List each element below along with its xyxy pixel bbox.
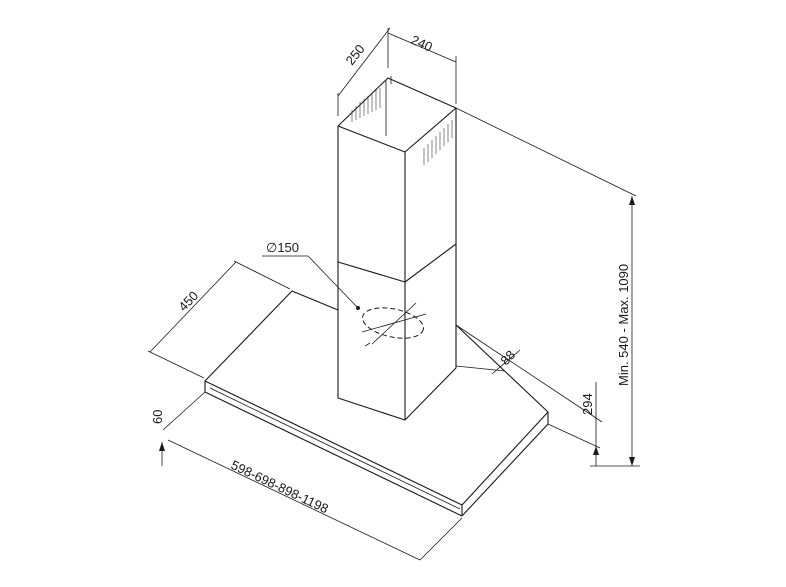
lower-chimney-top — [337, 243, 457, 283]
vent-grille-left — [351, 88, 381, 122]
label-hood-depth: 450 — [175, 288, 201, 314]
dim-60-ext — [162, 391, 206, 431]
lower-chimney-outline — [337, 244, 457, 421]
dim-60-arrow — [159, 442, 165, 451]
label-outlet-offset: 88 — [497, 347, 518, 368]
dim-width-ext — [419, 517, 463, 561]
canopy-back-left-edge — [204, 290, 339, 382]
label-widths: 598-698-898-1198 — [229, 457, 331, 516]
outlet-circle — [362, 307, 424, 339]
vent-grille-right — [423, 120, 453, 165]
dim-450-line — [149, 261, 237, 353]
canopy-front-top-edge — [204, 380, 463, 506]
dim-450-ext-front — [147, 350, 205, 379]
dim-width-line — [167, 439, 421, 561]
dim-294-ext — [547, 423, 601, 449]
dim-250-line — [337, 27, 391, 97]
label-chimney-depth: 250 — [343, 42, 368, 68]
dim-height-ext-top — [455, 107, 637, 197]
dim-450-ext-back — [233, 260, 291, 290]
dimension-labels: 250 240 ∅150 450 60 598-698-898-1198 88 … — [150, 32, 631, 516]
outlet-tick — [364, 342, 371, 347]
hood-canopy — [204, 290, 549, 517]
label-hood-thickness: 60 — [150, 410, 165, 424]
dim-294-ext-top — [455, 324, 603, 423]
dim-height-arrow-bottom — [629, 457, 635, 466]
label-outlet-diameter: ∅150 — [266, 240, 299, 255]
label-height-range: Min. 540 - Max. 1090 — [616, 264, 631, 386]
upper-chimney-back-top — [337, 77, 457, 127]
outlet-opening — [262, 255, 427, 347]
chimney — [337, 76, 457, 421]
dim-88-line — [491, 349, 521, 375]
outlet-crosshair-b — [371, 302, 417, 345]
dim-88-ext — [455, 365, 506, 372]
label-chimney-base-height: 294 — [580, 393, 595, 415]
diameter-leader-dot — [356, 306, 360, 310]
dim-294-arrow — [593, 446, 599, 455]
dimension-lines — [147, 27, 640, 561]
canopy-front-bottom-edge — [204, 391, 463, 517]
upper-chimney-front-top — [337, 107, 457, 153]
canopy-right-bottom-edge — [461, 423, 549, 517]
diameter-leader — [262, 255, 359, 309]
dim-240-line — [387, 32, 457, 63]
dim-height-arrow-top — [629, 196, 635, 205]
canopy-bevel-line — [209, 387, 461, 510]
